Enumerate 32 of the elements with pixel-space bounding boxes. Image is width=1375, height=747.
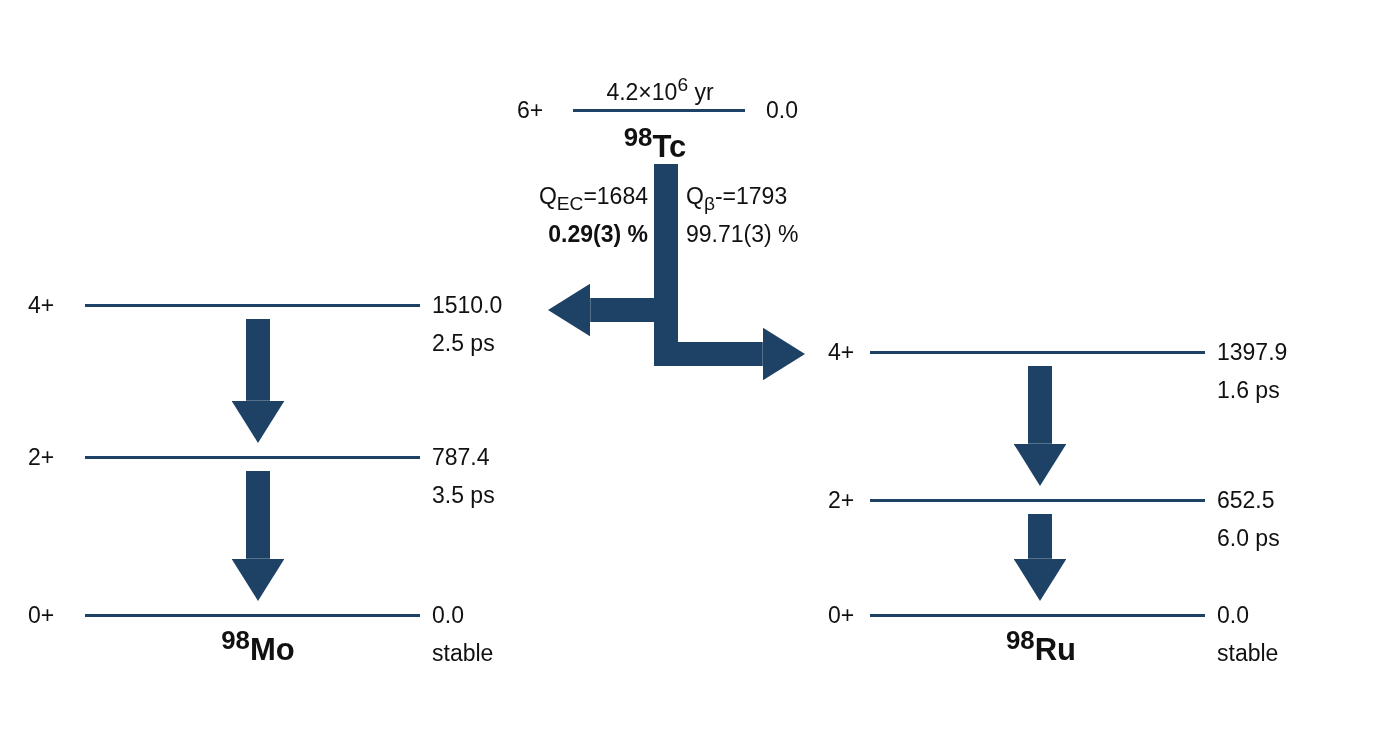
- spin-parity-label: 2+: [828, 487, 855, 513]
- level-energy-label: 1510.0: [432, 292, 503, 318]
- half-life-label: stable: [432, 640, 494, 666]
- level-energy-label: 0.0: [432, 602, 464, 628]
- level-energy-label: 0.0: [1217, 602, 1249, 628]
- half-life-label: 2.5 ps: [432, 330, 495, 356]
- half-life-label: 3.5 ps: [432, 482, 495, 508]
- decay-arrow: [1013, 514, 1067, 601]
- nucleus-label: $^{98}$Ru: [1005, 625, 1077, 668]
- level-energy-label: 652.5: [1217, 487, 1275, 513]
- half-life-label: 4.2×10$^{6}$ yr: [606, 73, 714, 105]
- half-life-label: 1.6 ps: [1217, 377, 1280, 403]
- branching-ratio-label: 0.29(3) %: [548, 221, 648, 247]
- nucleus-label: $^{98}$Tc: [623, 122, 687, 165]
- decay-arrow: [231, 471, 285, 601]
- spin-parity-label: 4+: [828, 339, 855, 365]
- level-energy-label: 0.0: [766, 97, 798, 123]
- nucleus-label: $^{98}$Mo: [221, 625, 295, 668]
- level-energy-label: 787.4: [432, 444, 490, 470]
- spin-parity-label: 0+: [28, 602, 55, 628]
- q-value-label: Q$_{EC}$=1684: [538, 183, 648, 216]
- q-value-label: Q$_{β}$-=1793: [686, 183, 788, 216]
- spin-parity-label: 4+: [28, 292, 55, 318]
- half-life-label: stable: [1217, 640, 1279, 666]
- spin-parity-label: 2+: [28, 444, 55, 470]
- decay-arrow: [1013, 366, 1067, 486]
- decay-arrow: [231, 319, 285, 443]
- level-energy-label: 1397.9: [1217, 339, 1288, 365]
- branching-ratio-label: 99.71(3) %: [686, 221, 799, 247]
- spin-parity-label: 6+: [517, 97, 544, 123]
- spin-parity-label: 0+: [828, 602, 855, 628]
- half-life-label: 6.0 ps: [1217, 525, 1280, 551]
